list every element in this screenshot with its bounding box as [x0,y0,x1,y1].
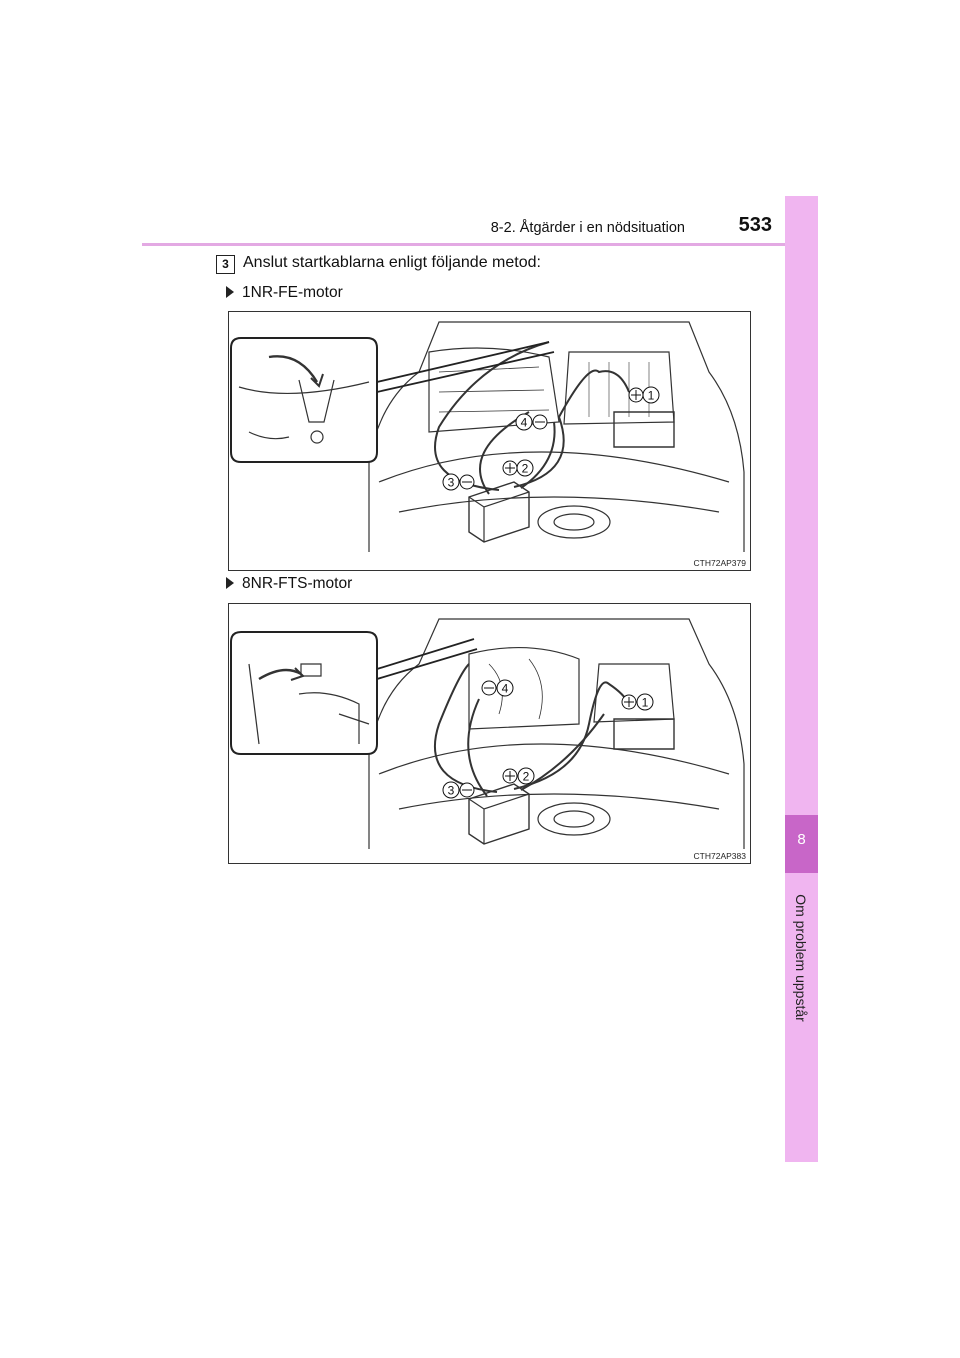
chapter-label: Om problem uppstår [793,894,809,1022]
figure-1-heading: 1NR-FE-motor [226,284,343,302]
step-text: Anslut startkablarna enligt följande met… [243,254,541,271]
chapter-side-tab [785,196,818,1162]
figure-2-code: CTH72AP383 [693,851,746,861]
figure-2-heading: 8NR-FTS-motor [226,575,352,593]
figure-2: 1 2 3 4 CTH72AP383 [228,603,751,864]
figure-1-code: CTH72AP379 [693,558,746,568]
callout-3: 3 [448,476,455,490]
page-number: 533 [738,214,772,236]
figure-2-heading-text: 8NR-FTS-motor [242,575,353,592]
callout-2: 2 [522,462,529,476]
section-title: 8-2. Åtgärder i en nödsituation [490,220,685,236]
callout-3: 3 [448,784,455,798]
figure-1: 1 2 3 4 CTH72AP379 [228,311,751,571]
engine-bay-illustration-2: 1 2 3 4 [230,618,745,849]
chapter-number-box [785,815,818,873]
engine-bay-illustration-1: 1 2 3 4 [230,321,745,552]
callout-2: 2 [523,770,530,784]
callout-4: 4 [521,416,528,430]
step-number-box: 3 [216,255,235,274]
figure-1-heading-text: 1NR-FE-motor [242,284,343,301]
chapter-number: 8 [797,831,806,848]
triangle-bullet-icon [226,286,234,298]
callout-4: 4 [502,682,509,696]
triangle-bullet-icon [226,577,234,589]
callout-1: 1 [648,389,655,403]
callout-1: 1 [642,696,649,710]
header-rule [142,243,818,246]
